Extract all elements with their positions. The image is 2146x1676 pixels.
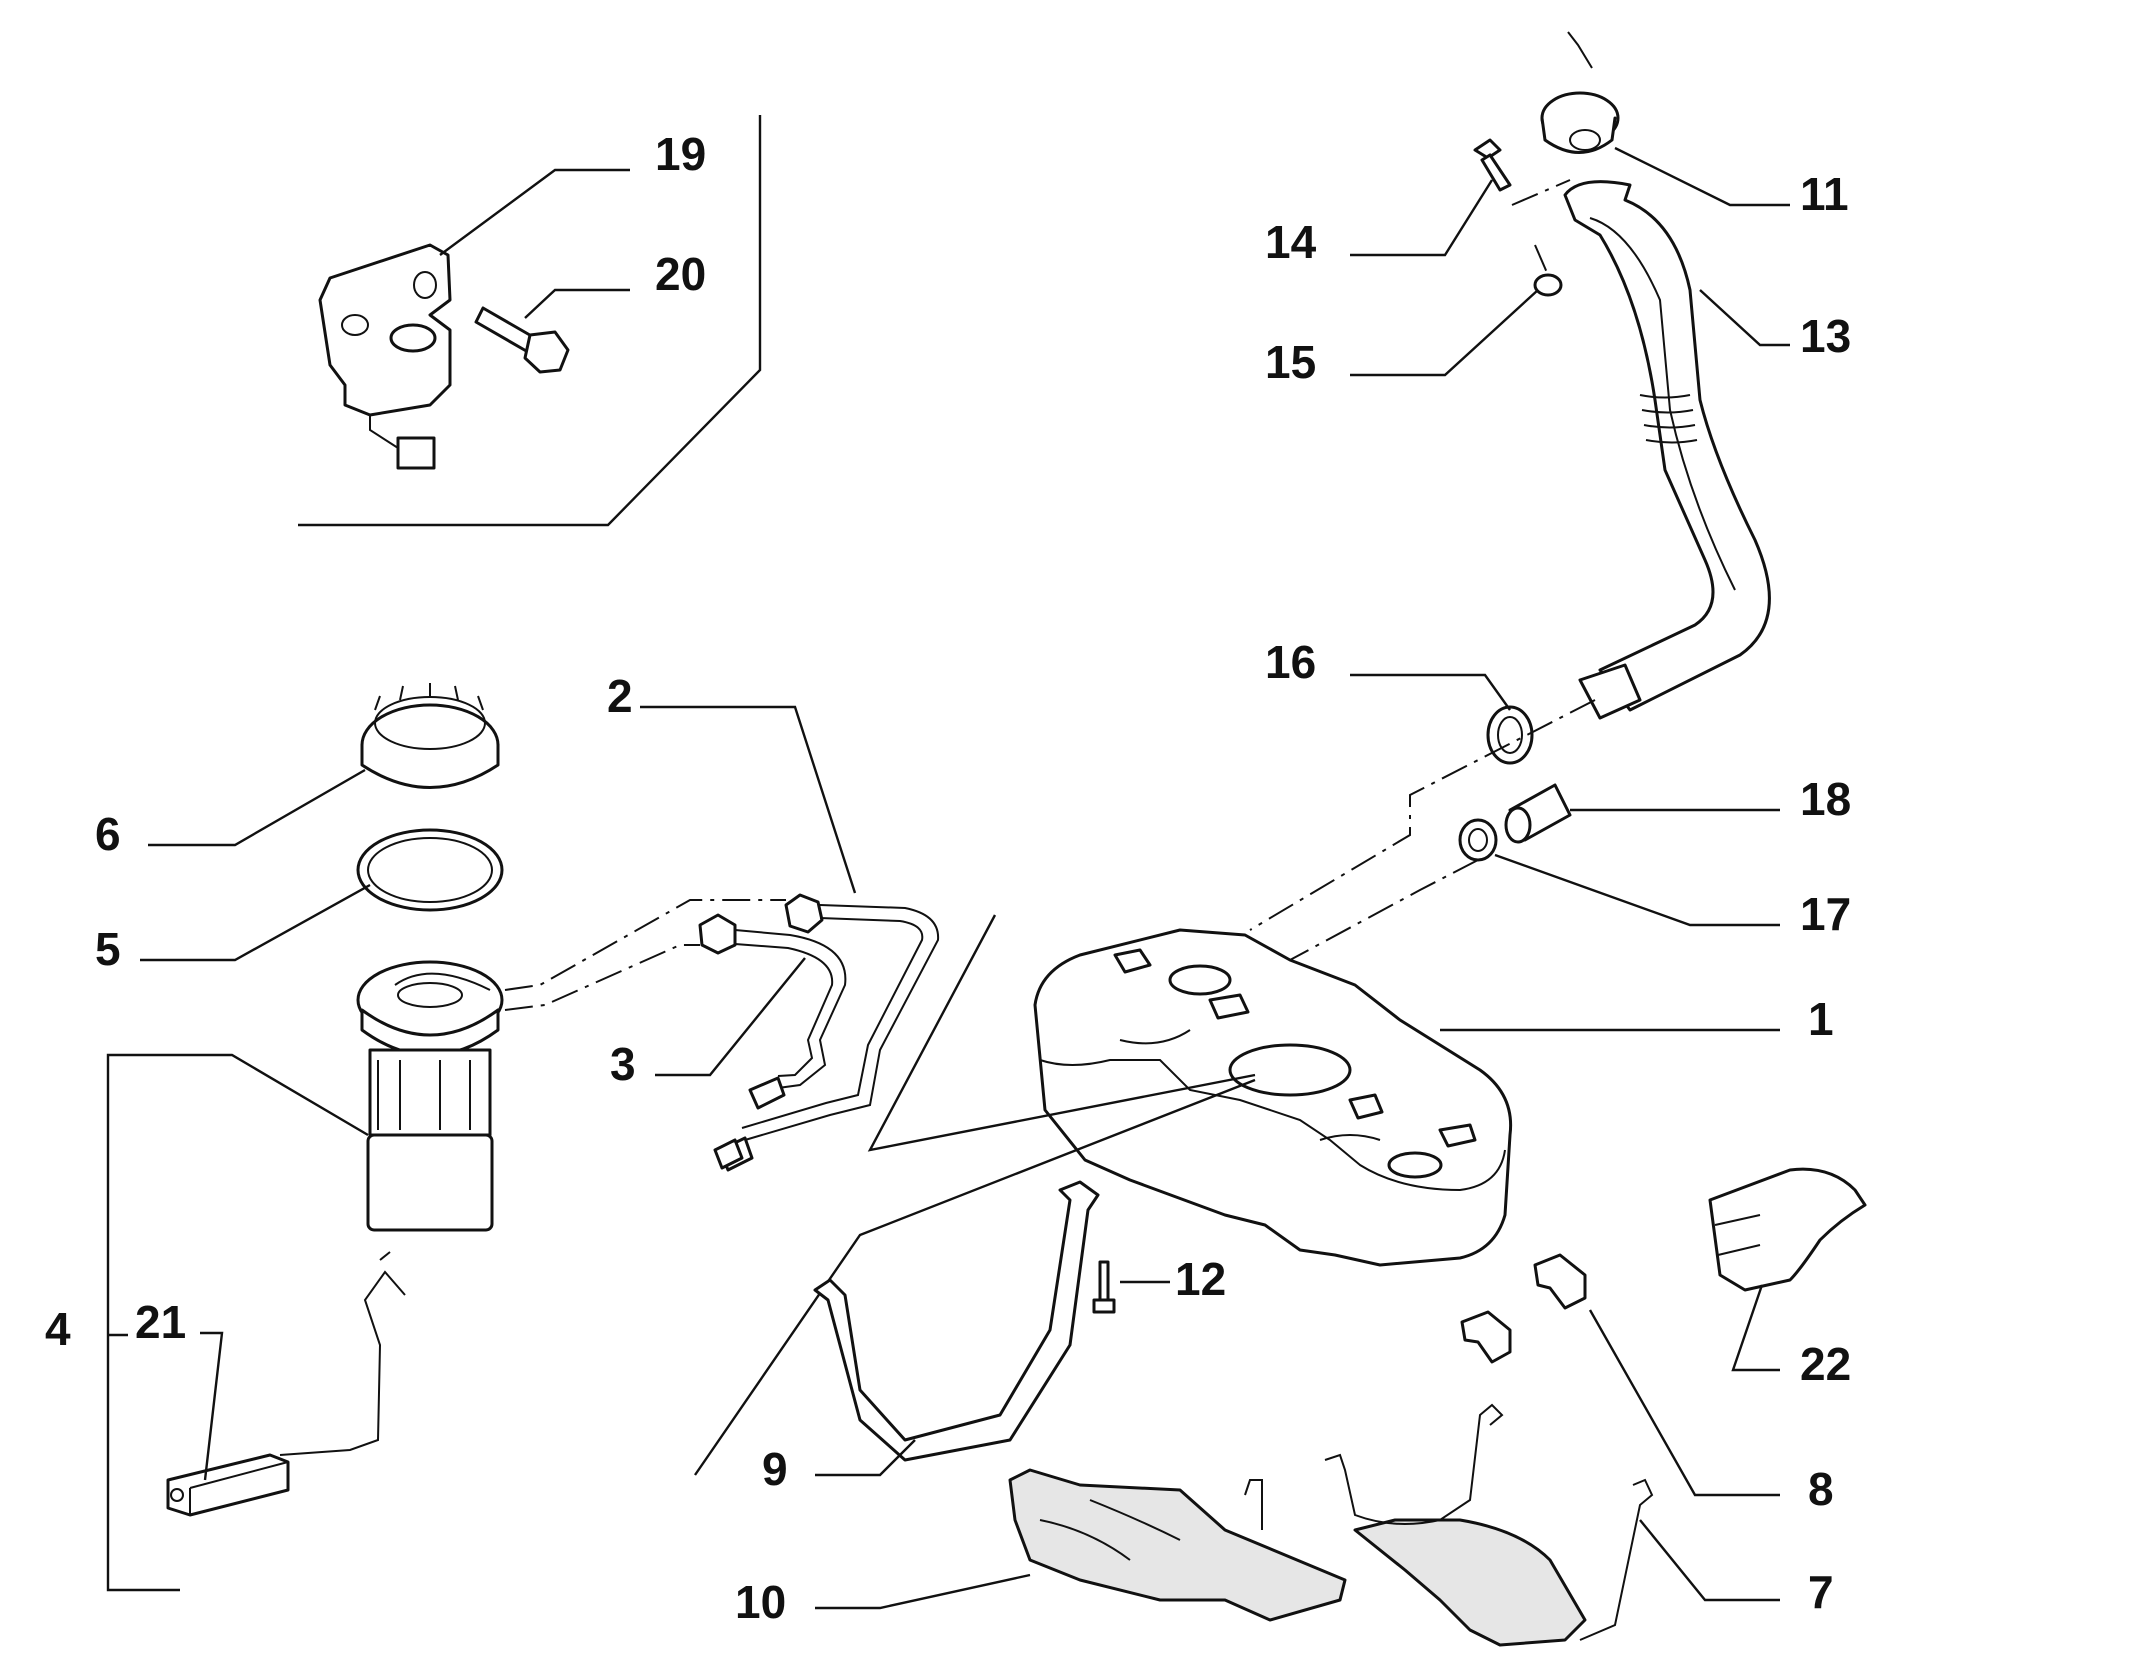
callout-19: 19 [655, 128, 706, 180]
callout-3: 3 [610, 1038, 636, 1090]
part-13-filler-neck [1563, 180, 1771, 720]
callout-1: 1 [1808, 993, 1834, 1045]
callout-16: 16 [1265, 636, 1316, 688]
inset-frame [298, 115, 762, 527]
callout-22: 22 [1800, 1338, 1851, 1390]
part-14-screw [1473, 138, 1512, 192]
part-16-hose-clamp [1486, 705, 1534, 765]
part-3-fuel-pipe [698, 913, 847, 1170]
tank-filler-dashed-lines [1249, 699, 1596, 961]
part-2-fuel-pipe [718, 893, 940, 1172]
part-1-fuel-tank [1033, 928, 1513, 1267]
callout-4: 4 [45, 1303, 71, 1355]
part-18-hose [1504, 783, 1572, 844]
part-20-bolt [474, 306, 570, 374]
callout-14: 14 [1265, 216, 1317, 268]
callout-13: 13 [1800, 310, 1851, 362]
connection-dashed-lines-pump [504, 899, 786, 1011]
part-11-filler-cap [1540, 31, 1620, 154]
callout-21: 21 [135, 1296, 186, 1348]
part-9-tank-strap [813, 1180, 1100, 1462]
part-8-clips [1460, 1253, 1587, 1364]
callout-labels: 19 20 11 14 13 15 16 18 17 1 2 6 5 3 4 2… [45, 128, 1851, 1628]
callout-2: 2 [607, 670, 633, 722]
callout-6: 6 [95, 808, 121, 860]
part-5-seal-ring [356, 828, 504, 912]
part-10-heat-shield [1008, 1468, 1347, 1622]
callout-5: 5 [95, 923, 121, 975]
part-7-tank-strap [1324, 1403, 1654, 1647]
callout-15: 15 [1265, 336, 1316, 388]
callout-20: 20 [655, 248, 706, 300]
callout-11: 11 [1800, 168, 1849, 220]
part-19-bracket [318, 243, 452, 470]
leader-lines [106, 146, 1790, 1610]
callout-8: 8 [1808, 1463, 1834, 1515]
part-15-clip [1533, 273, 1563, 297]
callout-17: 17 [1800, 888, 1851, 940]
part-4-fuel-pump [356, 960, 504, 1261]
callout-9: 9 [762, 1443, 788, 1495]
callout-18: 18 [1800, 773, 1851, 825]
callout-10: 10 [735, 1576, 786, 1628]
filler-dashed-lines [1511, 179, 1571, 276]
part-12-bolt [1092, 1260, 1116, 1314]
part-21-float-sensor [166, 1270, 406, 1517]
callout-12: 12 [1175, 1253, 1226, 1305]
part-6-lock-ring [360, 683, 500, 789]
part-17-ring [1458, 818, 1498, 862]
pump-to-tank-leaders [694, 914, 1256, 1476]
callout-7: 7 [1808, 1566, 1834, 1618]
part-22-cover [1708, 1167, 1867, 1292]
